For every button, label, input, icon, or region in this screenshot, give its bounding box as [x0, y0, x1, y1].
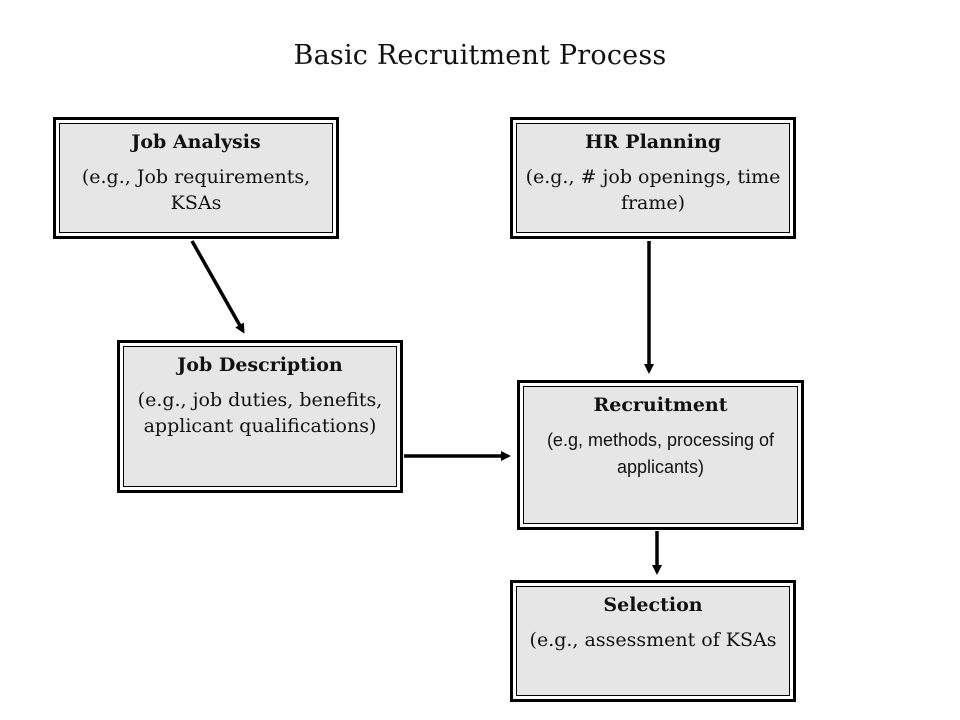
diagram-title: Basic Recruitment Process [293, 40, 667, 71]
job-description-heading: Job Description [177, 354, 343, 376]
recruitment-detail: (e.g, methods, processing of applicants) [546, 430, 775, 477]
hr-planning-detail: (e.g., # job openings, time frame) [525, 166, 781, 214]
job-description-box: Job Description (e.g., job duties, benef… [117, 340, 403, 493]
hr-planning-heading: HR Planning [584, 131, 722, 153]
job-analysis-detail: (e.g., Job requirements, KSAs [81, 166, 311, 214]
arrow-job-analysis-to-job-description [190, 240, 245, 334]
recruitment-heading: Recruitment [593, 394, 728, 416]
selection-box: Selection (e.g., assessment of KSAs [510, 580, 796, 702]
job-description-detail: (e.g., job duties, benefits, applicant q… [137, 389, 383, 437]
selection-heading: Selection [603, 594, 703, 616]
hr-planning-box: HR Planning (e.g., # job openings, time … [510, 117, 796, 239]
job-analysis-heading: Job Analysis [131, 131, 261, 153]
selection-detail: (e.g., assessment of KSAs [529, 629, 777, 651]
job-analysis-box: Job Analysis (e.g., Job requirements, KS… [53, 117, 339, 239]
recruitment-box: Recruitment (e.g, methods, processing of… [517, 380, 804, 530]
